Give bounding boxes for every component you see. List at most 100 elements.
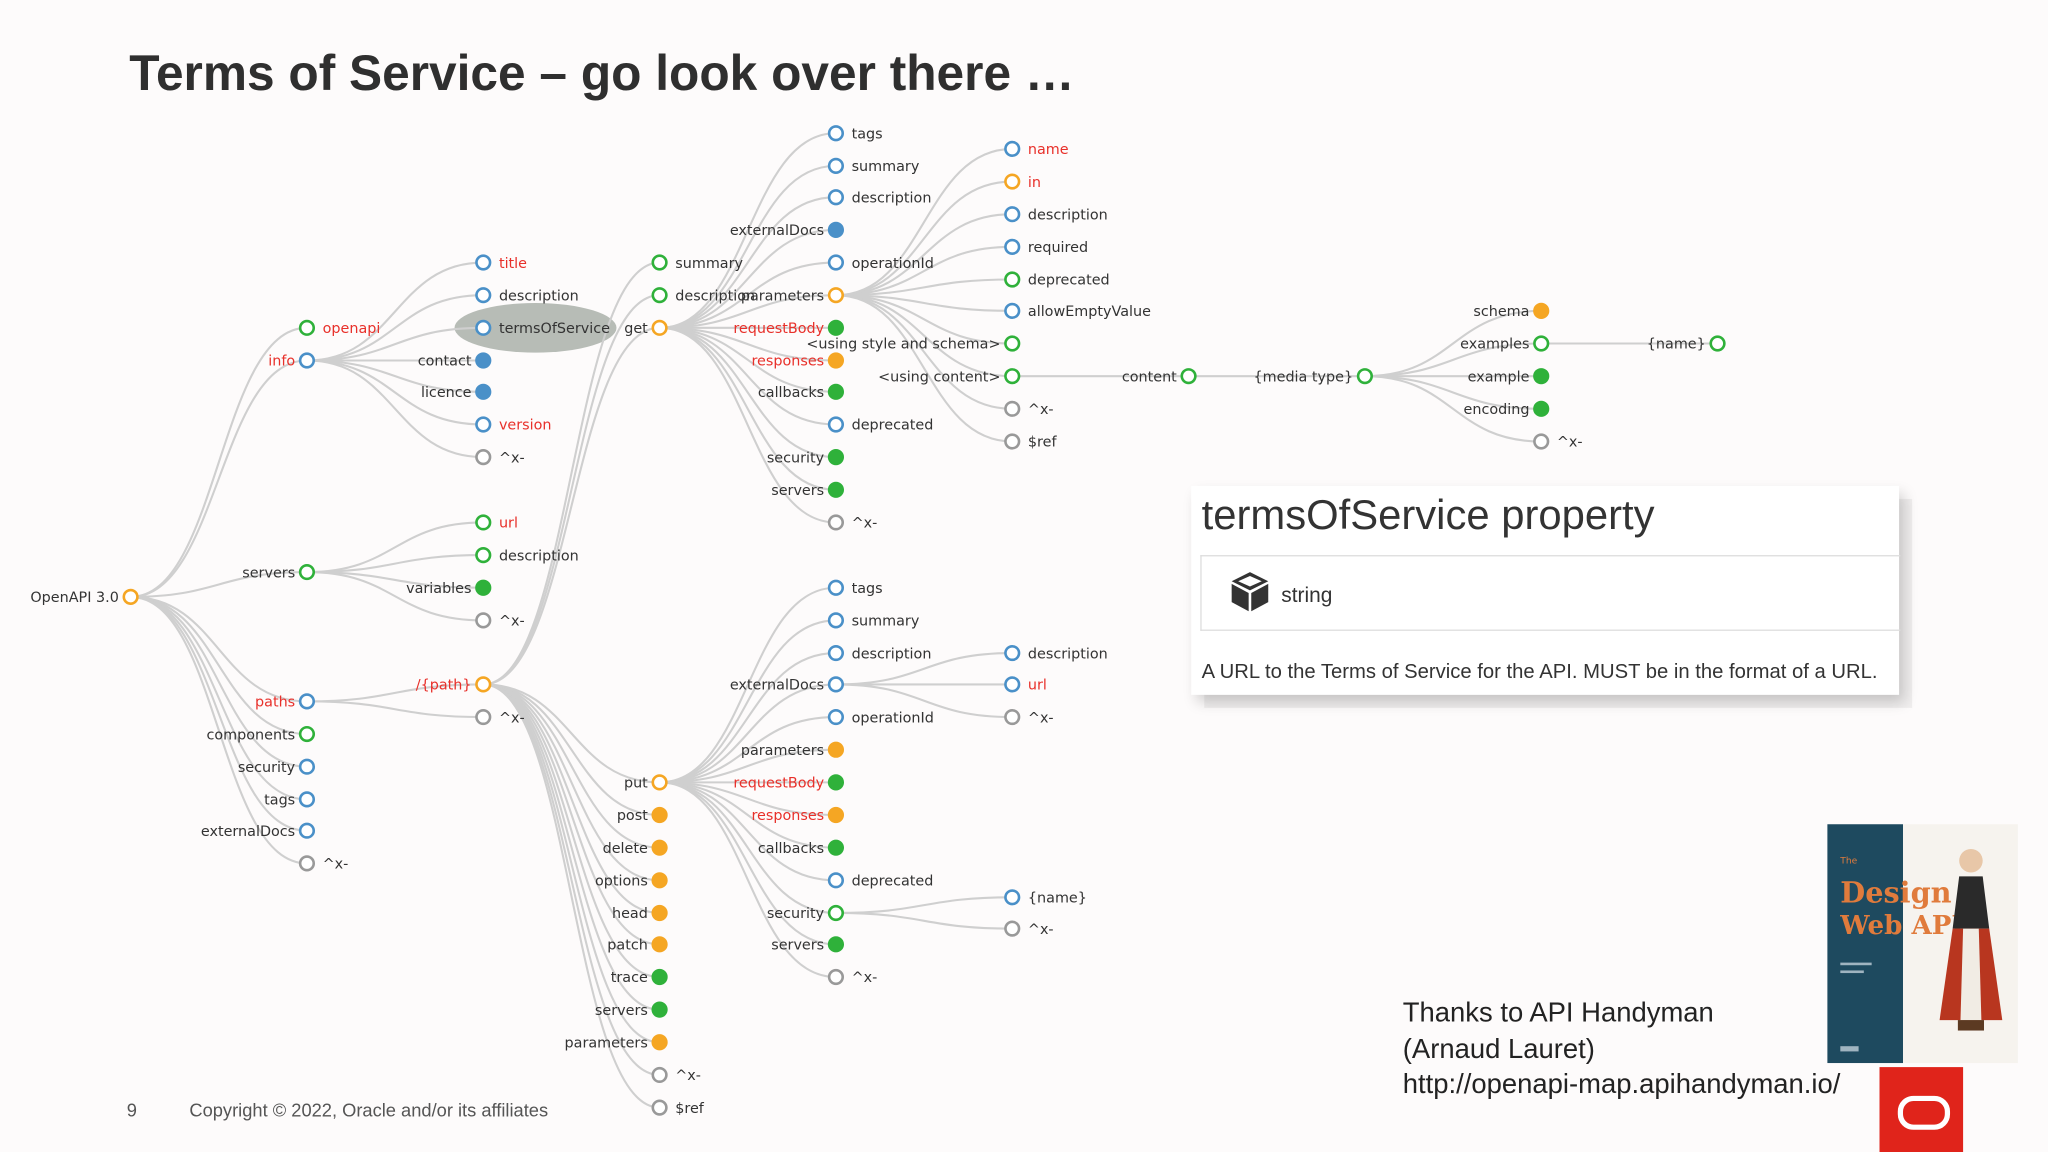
tree-node-e-desc[interactable] — [1004, 644, 1021, 662]
tree-node-u-sec[interactable] — [827, 904, 845, 922]
tree-node-pi-ref[interactable] — [651, 1099, 668, 1116]
tree-node-i-tos[interactable] — [475, 319, 492, 336]
tree-label-s-desc[interactable]: description — [499, 548, 579, 564]
tree-node-m-example[interactable] — [1533, 368, 1550, 385]
tree-node-g-cb[interactable] — [827, 383, 845, 400]
tree-node-u-params[interactable] — [827, 741, 845, 758]
tree-label-g-resp[interactable]: responses — [751, 354, 824, 370]
tree-label-u-opid[interactable]: operationId — [852, 710, 934, 726]
tree-label-s-vars[interactable]: variables — [406, 581, 471, 597]
tree-node-options[interactable] — [651, 872, 668, 889]
tree-label-g-x[interactable]: ^x- — [852, 516, 878, 532]
tree-node-ex-name[interactable] — [1709, 335, 1726, 352]
tree-node-g-resp[interactable] — [827, 352, 845, 369]
tree-label-pa-content[interactable]: <using content> — [878, 369, 1000, 385]
tree-label-pa-req[interactable]: required — [1028, 240, 1088, 256]
tree-label-s-url[interactable]: url — [499, 516, 518, 532]
tree-label-paths[interactable]: paths — [255, 695, 295, 711]
tree-node-post[interactable] — [651, 806, 668, 824]
tree-node-u-depr[interactable] — [827, 872, 845, 889]
tree-label-pi-desc[interactable]: description — [675, 288, 755, 304]
tree-node-externalDocs[interactable] — [298, 822, 316, 839]
tree-node-m-encoding[interactable] — [1533, 400, 1550, 417]
tree-label-m-example[interactable]: example — [1468, 369, 1530, 385]
tree-label-i-tos[interactable]: termsOfService — [499, 321, 610, 337]
tree-label-post[interactable]: post — [617, 808, 648, 824]
tree-label-m-examples[interactable]: examples — [1460, 337, 1529, 353]
tree-node-i-contact[interactable] — [475, 352, 492, 369]
tree-label-pi-summary[interactable]: summary — [675, 256, 743, 272]
tree-node-pa-in[interactable] — [1004, 173, 1021, 190]
tree-label-e-url[interactable]: url — [1028, 678, 1047, 694]
tree-node-sec-x[interactable] — [1004, 920, 1021, 937]
tree-label-openapi[interactable]: openapi — [323, 321, 381, 337]
tree-node-pi-servers[interactable] — [651, 1001, 668, 1018]
tree-node-i-licence[interactable] — [475, 383, 492, 400]
tree-node-info[interactable] — [298, 352, 316, 369]
tree-node-pi-desc[interactable] — [651, 287, 668, 304]
tree-label-pa-style[interactable]: <using style and schema> — [806, 337, 1000, 353]
tree-label-pa-name[interactable]: name — [1028, 142, 1069, 158]
tree-node-e-url[interactable] — [1004, 676, 1021, 693]
tree-label-u-srv[interactable]: servers — [771, 938, 824, 954]
tree-label-g-params[interactable]: parameters — [741, 288, 824, 304]
tree-label-g-depr[interactable]: deprecated — [852, 418, 934, 434]
tree-node-g-x[interactable] — [827, 514, 845, 531]
tree-label-u-params[interactable]: parameters — [741, 743, 824, 759]
tree-node-pa-style[interactable] — [1004, 335, 1021, 352]
tree-node-delete[interactable] — [651, 839, 668, 856]
tree-label-get[interactable]: get — [624, 321, 648, 337]
tree-label-u-x[interactable]: ^x- — [852, 970, 878, 986]
tree-label-i-x[interactable]: ^x- — [499, 450, 525, 466]
tree-label-sec-name[interactable]: {name} — [1028, 891, 1087, 907]
tree-node-servers[interactable] — [298, 563, 316, 581]
tree-node-pi-x[interactable] — [651, 1066, 668, 1084]
tree-label-rootx[interactable]: ^x- — [323, 857, 349, 873]
tree-label-g-desc[interactable]: description — [852, 190, 932, 206]
tree-node-pa-name[interactable] — [1004, 140, 1021, 157]
tree-node-s-url[interactable] — [475, 514, 492, 531]
tree-node-g-summary[interactable] — [827, 157, 845, 174]
tree-node-u-summary[interactable] — [827, 612, 845, 629]
tree-node-u-cb[interactable] — [827, 839, 845, 856]
tree-node-head[interactable] — [651, 904, 668, 922]
tree-label-put[interactable]: put — [624, 776, 648, 792]
tree-node-trace[interactable] — [651, 968, 668, 986]
tree-node-g-body[interactable] — [827, 319, 845, 336]
tree-label-u-cb[interactable]: callbacks — [758, 841, 824, 857]
tree-label-content[interactable]: content — [1122, 369, 1177, 385]
tree-node-pa-desc[interactable] — [1004, 206, 1021, 223]
tree-label-pa-desc[interactable]: description — [1028, 207, 1108, 223]
tree-node-i-desc[interactable] — [475, 287, 492, 304]
tree-node-get[interactable] — [651, 319, 668, 336]
tree-label-options[interactable]: options — [595, 874, 648, 890]
tree-node-pa-content[interactable] — [1004, 368, 1021, 385]
tree-label-security[interactable]: security — [238, 760, 296, 776]
tree-node-tags[interactable] — [298, 791, 316, 808]
tree-label-pa-ref[interactable]: $ref — [1028, 435, 1058, 451]
tree-label-pi-servers[interactable]: servers — [595, 1003, 648, 1019]
tree-label-info[interactable]: info — [268, 354, 295, 370]
tree-node-rootx[interactable] — [298, 855, 316, 872]
tree-label-delete[interactable]: delete — [603, 841, 648, 857]
tree-label-g-srv[interactable]: servers — [771, 483, 824, 499]
tree-node-p-x[interactable] — [475, 708, 492, 726]
tree-label-u-body[interactable]: requestBody — [733, 776, 824, 792]
tree-label-i-licence[interactable]: licence — [421, 385, 472, 401]
tree-label-i-title[interactable]: title — [499, 256, 527, 272]
tree-node-u-srv[interactable] — [827, 936, 845, 953]
tree-node-e-x[interactable] — [1004, 708, 1021, 726]
tree-label-path[interactable]: /{path} — [416, 678, 472, 694]
tree-label-g-summary[interactable]: summary — [852, 159, 920, 175]
tree-node-pa-ref[interactable] — [1004, 433, 1021, 450]
tree-label-components[interactable]: components — [206, 727, 295, 743]
tree-label-m-x[interactable]: ^x- — [1557, 435, 1583, 451]
tree-node-g-srv[interactable] — [827, 481, 845, 498]
tree-label-i-desc[interactable]: description — [499, 288, 579, 304]
tree-label-head[interactable]: head — [612, 906, 648, 922]
tree-label-e-desc[interactable]: description — [1028, 646, 1108, 662]
tree-node-g-sec[interactable] — [827, 449, 845, 466]
tree-label-g-sec[interactable]: security — [767, 450, 825, 466]
tree-node-g-desc[interactable] — [827, 189, 845, 206]
tree-node-content[interactable] — [1180, 368, 1197, 385]
